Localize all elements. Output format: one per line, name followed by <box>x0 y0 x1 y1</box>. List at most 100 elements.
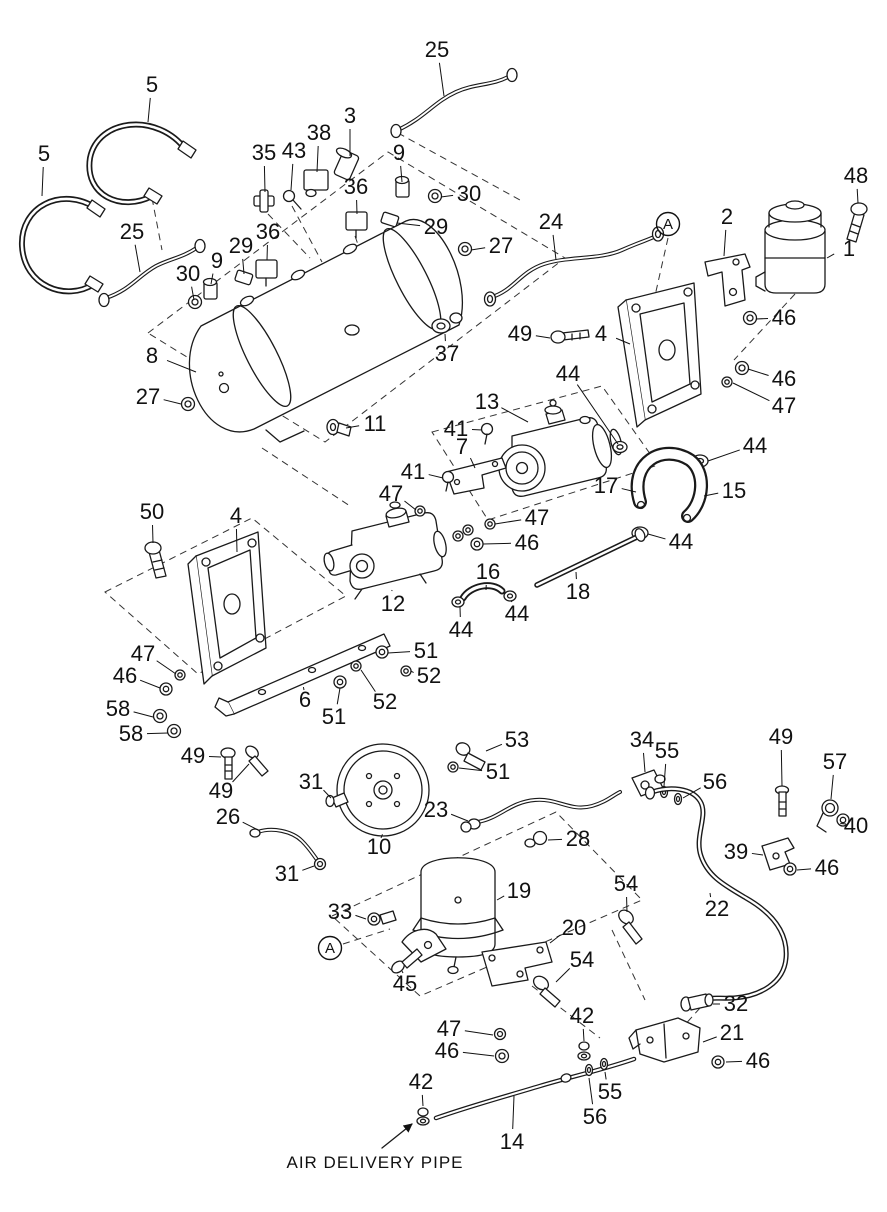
part-label-14: 14 <box>500 1129 524 1154</box>
nut-46-f <box>711 1055 725 1069</box>
leader-line-49 <box>232 763 250 783</box>
leader-line-55 <box>663 763 667 787</box>
o-ring-44-e <box>503 590 517 602</box>
leader-line-51 <box>387 651 411 654</box>
washer-pair <box>452 524 474 542</box>
valve-9-lower <box>202 277 218 300</box>
view-callout-A: A <box>655 211 681 237</box>
washer-47-a <box>721 376 733 388</box>
leader-line-49 <box>780 749 783 787</box>
part-label-27: 27 <box>136 384 160 409</box>
booster-10 <box>336 743 430 837</box>
part-label-42: 42 <box>409 1069 433 1094</box>
hose-5-upper <box>86 121 197 206</box>
o-ring-44-a <box>612 440 628 454</box>
part-label-31: 31 <box>275 861 299 886</box>
pipe-25-lower <box>98 238 206 308</box>
dryer-19 <box>412 857 504 975</box>
leader-line-56 <box>588 1077 594 1105</box>
leader-line-9 <box>210 273 214 285</box>
mounting-plate-4-right <box>617 282 702 428</box>
part-label-5: 5 <box>38 141 50 166</box>
part-label-25: 25 <box>120 219 144 244</box>
pipe-18 <box>534 528 646 588</box>
washer-47-b <box>414 505 426 517</box>
leader-line-11 <box>345 425 360 429</box>
part-label-4: 4 <box>230 503 242 528</box>
o-ring-44-d <box>451 596 465 608</box>
leader-line-5 <box>147 97 151 123</box>
leader-line-22 <box>709 892 712 898</box>
leader-line-23 <box>450 813 469 822</box>
washer-51-c <box>447 761 459 773</box>
leader-line-47 <box>494 519 522 525</box>
part-label-44: 44 <box>556 361 580 386</box>
pipe-26 <box>249 827 320 863</box>
part-label-56: 56 <box>703 769 727 794</box>
mount-arm <box>401 928 447 963</box>
part-label-33: 33 <box>328 899 352 924</box>
leader-line-41 <box>471 429 483 431</box>
nut-51-a <box>375 645 389 659</box>
part-label-54: 54 <box>570 947 594 972</box>
nut-40 <box>836 813 850 827</box>
support-strip-6 <box>214 633 391 717</box>
pipe-23 <box>460 790 622 833</box>
clamp-57 <box>816 799 839 833</box>
part-label-1: 1 <box>843 236 855 261</box>
leader-line-25 <box>438 62 445 97</box>
part-label-51: 51 <box>414 638 438 663</box>
leader-line-46 <box>139 679 161 689</box>
part-label-2: 2 <box>721 204 733 229</box>
nut-27-upper <box>457 241 473 257</box>
valve-9-upper <box>394 175 410 198</box>
leader-line-34 <box>642 752 646 773</box>
part-label-36: 36 <box>256 219 280 244</box>
part-label-47: 47 <box>772 393 796 418</box>
part-label-15: 15 <box>722 478 746 503</box>
part-label-22: 22 <box>705 896 729 921</box>
nut-30-upper <box>427 188 443 204</box>
leader-line-46 <box>796 868 812 871</box>
fitting-42-b <box>416 1107 430 1126</box>
clamp-11 <box>326 418 352 437</box>
washer-56-a <box>673 792 683 806</box>
part-label-30: 30 <box>457 181 481 206</box>
pump-13 <box>498 399 623 497</box>
leader-line-4 <box>235 528 238 553</box>
leader-line-44 <box>707 449 740 462</box>
leader-line-46 <box>725 1060 743 1063</box>
part-label-52: 52 <box>417 663 441 688</box>
part-label-26: 26 <box>216 804 240 829</box>
leader-line-49 <box>208 755 222 758</box>
washer-52-a <box>400 665 412 677</box>
leader-line-42 <box>582 1028 585 1042</box>
leader-line-54 <box>555 968 571 983</box>
fitting-31-b <box>313 857 327 871</box>
pump-12 <box>323 501 447 600</box>
bolt-50 <box>144 541 167 579</box>
fitting-31-a <box>325 792 349 808</box>
fitting-3 <box>333 147 360 181</box>
leader-lines <box>41 62 859 1130</box>
part-label-56: 56 <box>583 1104 607 1129</box>
washer-47-c <box>484 518 496 530</box>
leader-line-19 <box>496 895 505 901</box>
nut-58-a <box>152 708 168 724</box>
leader-line-46 <box>482 542 512 545</box>
nut-46-g <box>494 1048 510 1064</box>
leader-line-2 <box>723 229 727 257</box>
part-label-51: 51 <box>486 759 510 784</box>
leader-line-31 <box>302 865 315 871</box>
part-label-47: 47 <box>131 641 155 666</box>
mounting-plate-4-left <box>187 531 267 685</box>
leader-line-4 <box>615 337 631 345</box>
hose-5-lower <box>18 196 106 295</box>
part-label-49: 49 <box>209 778 233 803</box>
part-label-38: 38 <box>307 120 331 145</box>
leader-line-29 <box>396 222 421 227</box>
leader-line-51 <box>458 767 483 772</box>
leader-line-47 <box>156 660 177 675</box>
callout-letter: A <box>325 940 335 957</box>
